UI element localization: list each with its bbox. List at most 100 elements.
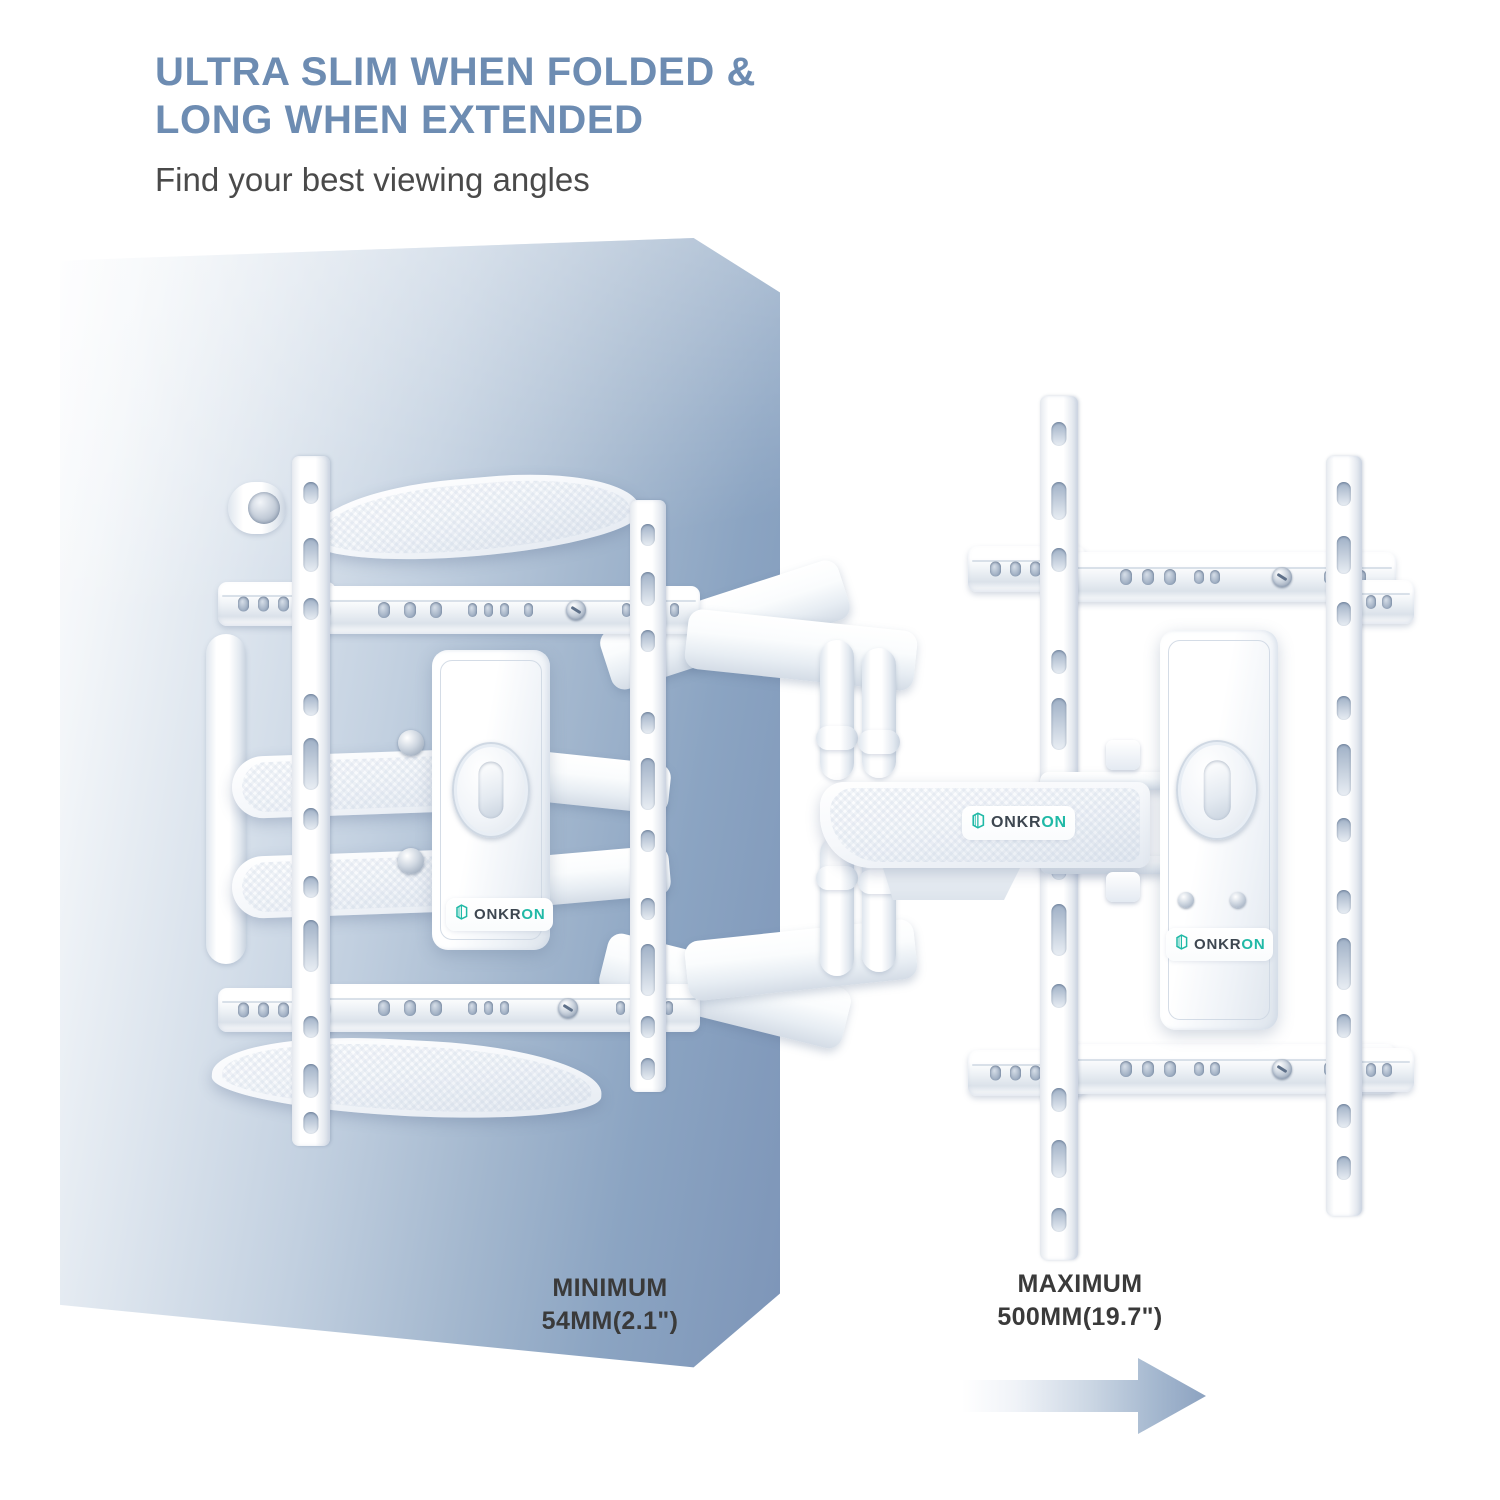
rail-slot [303, 920, 319, 972]
onkron-wordmark-accent: ON [521, 906, 546, 923]
bracket-hole [1366, 595, 1376, 609]
bracket-hole [622, 603, 631, 617]
caption-maximum: MAXIMUM 500MM(19.7") [997, 1270, 1163, 1331]
onkron-badge-extended-arm: ONKRON [962, 806, 1075, 840]
onkron-wordmark: ONKRON [991, 815, 1067, 831]
folded-swivel-knob[interactable] [452, 742, 530, 838]
rail-slot [303, 694, 319, 716]
rail-slot [1336, 890, 1352, 914]
rail-slot [303, 1112, 319, 1134]
bracket-hole [1164, 1061, 1176, 1077]
cube-icon [454, 903, 470, 926]
onkron-badge-extended-plate: ONKRON [1166, 928, 1274, 961]
bracket-hole [616, 1001, 625, 1015]
bracket-hole [278, 596, 289, 612]
arm-joint-bracket-lower [1106, 872, 1140, 902]
onkron-wordmark-dark: ONKR [474, 906, 522, 923]
onkron-wordmark: ONKRON [474, 907, 545, 922]
rail-slot [1336, 818, 1352, 842]
rail-slot [640, 758, 656, 810]
bracket-hole [1194, 570, 1204, 584]
bracket-hole [1010, 1065, 1021, 1081]
folded-plate-bolt-upper [398, 730, 424, 756]
arm-pivot-cylinder-1 [820, 640, 854, 780]
crossbar-screw [558, 998, 578, 1018]
extended-right-bracket-stub-top [1352, 580, 1414, 624]
rail-slot [640, 830, 656, 852]
bracket-hole [1142, 1061, 1154, 1077]
rail-slot [1336, 602, 1352, 626]
rail-slot [303, 738, 319, 790]
bracket-hole [990, 1065, 1001, 1081]
bracket-hole [1194, 1062, 1204, 1076]
bracket-hole [1210, 570, 1220, 584]
cube-icon [970, 811, 987, 835]
rail-slot [1051, 904, 1067, 956]
extended-plate-bolt-right [1230, 892, 1246, 908]
bracket-hole [258, 1002, 269, 1018]
rail-slot [640, 944, 656, 996]
rail-slot [640, 712, 656, 734]
folded-vertical-rail-left [292, 456, 330, 1146]
bracket-hole [484, 603, 493, 617]
bracket-hole [990, 561, 1001, 577]
extension-direction-arrow [960, 1352, 1210, 1440]
bracket-hole [468, 603, 477, 617]
bracket-hole [1366, 1063, 1376, 1077]
bracket-hole [664, 1001, 673, 1015]
rail-slot [1336, 744, 1352, 796]
bracket-hole [378, 1000, 390, 1016]
bracket-hole [430, 602, 442, 618]
rail-slot [640, 572, 656, 606]
folded-vertical-rail-right [630, 500, 666, 1092]
rail-slot [303, 538, 319, 572]
rail-slot [1051, 422, 1067, 446]
rail-slot [1051, 548, 1067, 572]
rail-slot [1336, 482, 1352, 506]
bracket-hole [1382, 595, 1392, 609]
bracket-hole [1030, 1065, 1041, 1081]
rail-slot [1051, 650, 1067, 674]
rail-slot [1336, 938, 1352, 990]
bracket-hole [404, 1000, 416, 1016]
rail-slot [1051, 1088, 1067, 1112]
crossbar-screw [1272, 567, 1292, 587]
bracket-hole [500, 603, 509, 617]
rail-slot [1336, 536, 1352, 574]
page-title: ULTRA SLIM WHEN FOLDED & LONG WHEN EXTEN… [155, 50, 757, 142]
bracket-hole [670, 603, 679, 617]
rail-slot [303, 876, 319, 898]
onkron-badge-folded-plate: ONKRON [446, 898, 554, 931]
crossbar-screw [1272, 1059, 1292, 1079]
onkron-wordmark-dark: ONKR [991, 814, 1042, 831]
rail-slot [1051, 984, 1067, 1008]
rail-slot [303, 482, 319, 504]
rail-slot [640, 630, 656, 652]
bracket-hole [500, 1001, 509, 1015]
rail-slot [1336, 1104, 1352, 1128]
arrow-right-icon [962, 1358, 1206, 1434]
crossbar-screw [566, 600, 586, 620]
rail-slot [303, 808, 319, 830]
bracket-hole [524, 603, 533, 617]
bracket-hole [1210, 1062, 1220, 1076]
extended-vertical-rail-right [1326, 456, 1362, 1216]
plate-inner-border [440, 660, 542, 940]
rail-slot [1336, 1156, 1352, 1180]
bracket-hole [484, 1001, 493, 1015]
plate-inner-border [1168, 640, 1270, 1020]
rail-slot [1051, 1140, 1067, 1178]
arm-knuckle-collar-2 [858, 730, 900, 754]
header-block: ULTRA SLIM WHEN FOLDED & LONG WHEN EXTEN… [155, 48, 1055, 200]
onkron-wordmark-accent: ON [1041, 814, 1067, 831]
bracket-hole [1030, 561, 1041, 577]
extended-swivel-knob[interactable] [1176, 740, 1258, 840]
folded-top-pivot-cap [248, 492, 280, 524]
rail-slot [1051, 1208, 1067, 1232]
bracket-hole [1120, 569, 1132, 585]
rail-slot [640, 898, 656, 920]
bracket-hole [378, 602, 390, 618]
arm-knuckle-collar-3 [816, 866, 858, 890]
rail-slot [303, 1064, 319, 1098]
